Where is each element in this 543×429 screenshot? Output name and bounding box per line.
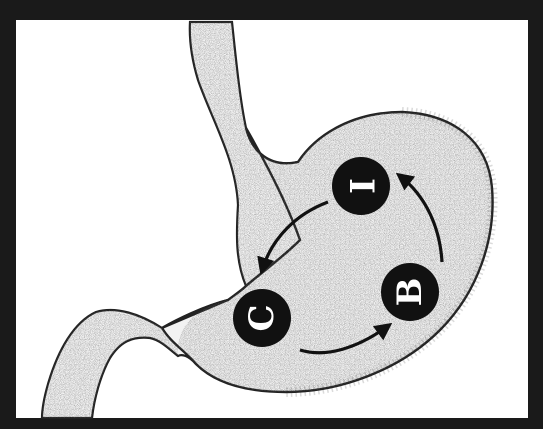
node-b: B <box>381 263 439 321</box>
node-c-label: C <box>242 304 282 331</box>
node-b-label: B <box>390 278 430 307</box>
node-i-label: I <box>341 178 381 194</box>
node-c: C <box>233 289 291 347</box>
node-i: I <box>332 157 390 215</box>
